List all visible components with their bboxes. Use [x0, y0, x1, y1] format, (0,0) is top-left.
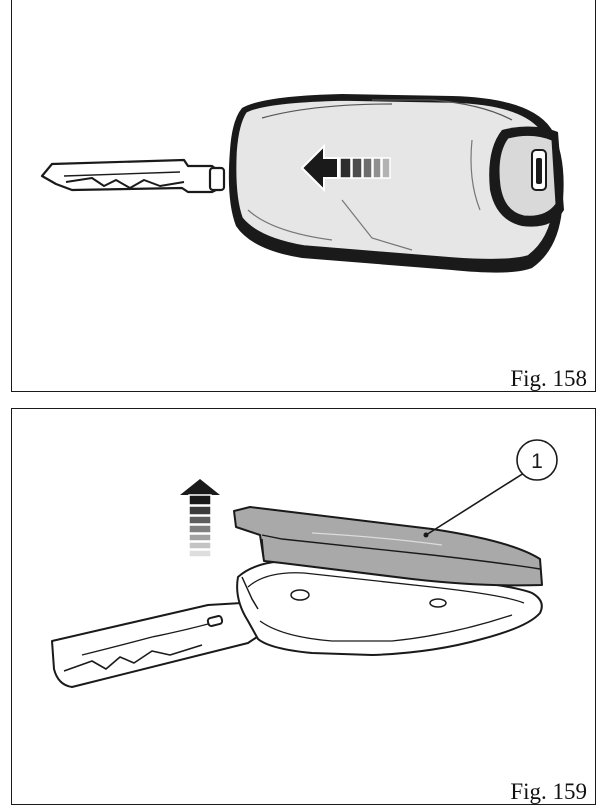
battery-cover [233, 506, 543, 587]
figure-158-panel: Fig. 158 [11, 0, 596, 392]
fob-shell [228, 94, 564, 273]
battery-cover-removal-illustration: 1 [51, 439, 558, 688]
key-blade [40, 158, 226, 194]
figure-caption: Fig. 159 [510, 779, 587, 804]
figure-caption: Fig. 158 [510, 366, 587, 391]
callout-1: 1 [423, 439, 558, 538]
key-fob-illustration [40, 94, 564, 273]
figure-159-panel: 1 Fig. 159 [11, 408, 596, 805]
lift-up-arrow-icon [180, 479, 220, 558]
key-blade [51, 602, 261, 688]
callout-number: 1 [531, 450, 543, 473]
slide-left-arrow-icon [300, 143, 391, 193]
